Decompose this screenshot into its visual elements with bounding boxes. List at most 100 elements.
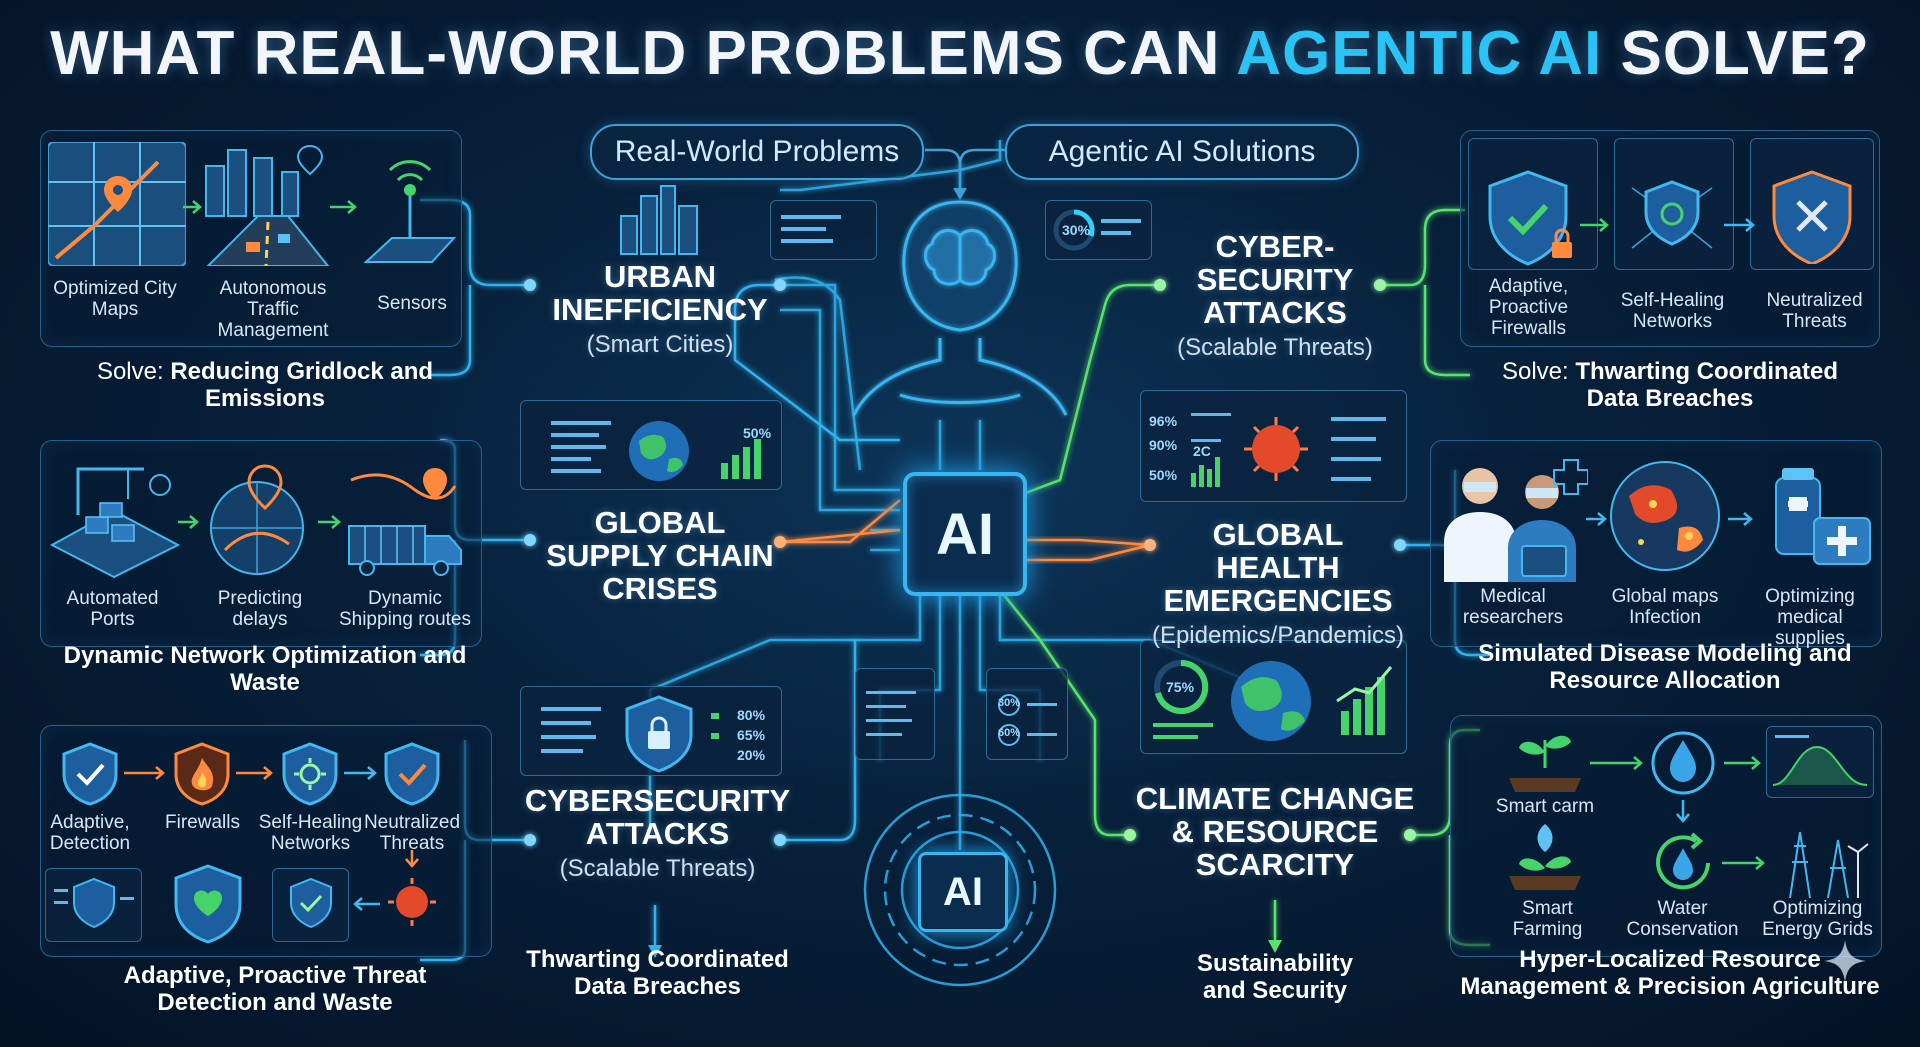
legend-real-world-problems: Real-World Problems — [590, 124, 924, 180]
center-value-2: 60% — [998, 727, 1021, 739]
arrow-right-icon — [1580, 218, 1609, 232]
cyber-left-value-2: 65% — [737, 727, 766, 743]
energy-chart-card — [1766, 726, 1874, 798]
arrow-right-icon — [1724, 756, 1761, 770]
virus-icon — [1191, 413, 1386, 487]
caption-smart-farming: Smart Farming — [1512, 898, 1583, 940]
dashboard-rings — [998, 694, 1057, 746]
solution-proactive-threat: Adaptive, Proactive Threat Detection and… — [123, 962, 427, 1016]
ai-core-chip: AI — [903, 472, 1027, 596]
self-healing-network-icon — [1631, 180, 1713, 249]
shipping-truck-icon — [348, 468, 462, 576]
arrow-right-icon — [1586, 512, 1607, 526]
problem-climate-change: CLIMATE CHANGE & RESOURCE SCARCITY — [1135, 781, 1415, 882]
health-value-1: 96% — [1149, 413, 1178, 429]
arrow-down-icon — [405, 850, 419, 868]
caption-dynamic-shipping: Dynamic Shipping routes — [338, 588, 472, 630]
energy-grid-tower-icon — [1789, 831, 1869, 898]
caption-automated-ports: Automated Ports — [66, 588, 159, 630]
dashboard-mini-1 — [770, 200, 877, 260]
sparkle-watermark-icon — [1824, 940, 1866, 982]
sensor-icon — [363, 160, 457, 263]
water-conservation-icon — [1656, 832, 1710, 890]
gauge-ring-icon — [1053, 209, 1141, 251]
outcome-sustainability: Sustainability and Security — [1196, 950, 1354, 1004]
caption-global-infection-maps: Global maps Infection — [1611, 586, 1719, 628]
climate-gauge-value: 75% — [1166, 679, 1195, 695]
arrow-right-icon — [236, 766, 273, 780]
traffic-road-icon — [205, 144, 330, 266]
cyber-meter-value: 30% — [1062, 222, 1091, 238]
arrow-right-icon — [1722, 856, 1765, 870]
medical-supplies-icon — [1775, 468, 1871, 565]
arrow-right-icon — [1724, 218, 1755, 232]
caption-city-maps: Optimized City Maps — [53, 278, 177, 320]
supply-globe-icon — [551, 421, 761, 481]
climate-globe-icon — [1153, 659, 1393, 741]
automated-port-icon — [49, 467, 181, 579]
caption-sensors: Sensors — [377, 293, 447, 314]
arrow-right-icon — [124, 766, 165, 780]
water-drop-icon — [1651, 731, 1715, 795]
problem-urban-inefficiency: URBAN INEFFICIENCY (Smart Cities) — [552, 259, 768, 358]
problem-global-health: GLOBAL HEALTH EMERGENCIES (Epidemics/Pan… — [1151, 517, 1405, 649]
health-value-2: 90% — [1149, 437, 1178, 453]
solution-network-optimization: Dynamic Network Optimization and Waste — [63, 642, 467, 696]
problem-global-supply-chain: GLOBAL SUPPLY CHAIN CRISES — [546, 505, 774, 606]
dashboard-supply: 50% — [520, 400, 782, 490]
shield-grid-icon — [54, 877, 134, 929]
title-accent: AGENTIC AI — [1236, 19, 1603, 88]
arrow-right-icon — [183, 200, 202, 214]
solution-precision-agriculture: Hyper-Localized Resource Management & Pr… — [1460, 946, 1880, 1000]
caption-medical-supplies: Optimizing medical supplies — [1765, 586, 1855, 649]
city-skyline-icon — [620, 185, 698, 255]
caption-neutralized-threats: Neutralized Threats — [1766, 290, 1863, 332]
caption-water-conservation: Water Conservation — [1626, 898, 1739, 940]
adaptive-firewall-shield-icon — [1488, 170, 1572, 266]
legend-agentic-ai-solutions: Agentic AI Solutions — [1005, 124, 1359, 180]
problem-cybersecurity-right: CYBER- SECURITY ATTACKS (Scalable Threat… — [1177, 229, 1373, 361]
cyber-left-value-1: 80% — [737, 707, 766, 723]
dashboard-mini-center-left — [855, 668, 935, 760]
caption-adaptive-detection: Adaptive, Detection — [49, 812, 131, 854]
problem-cybersecurity-left: CYBERSECURITY ATTACKS (Scalable Threats) — [524, 783, 791, 882]
caption-adaptive-firewalls: Adaptive, Proactive Firewalls — [1488, 276, 1569, 339]
self-healing-gear-icon — [282, 742, 338, 806]
shield-check-icon — [290, 877, 332, 929]
energy-wave-chart — [1772, 735, 1868, 786]
arrow-left-icon — [353, 897, 380, 911]
infection-map-globe-icon — [1610, 461, 1720, 571]
dashboard-bars — [781, 215, 841, 243]
ai-head-icon — [852, 200, 1068, 416]
dashboard-list — [866, 691, 916, 736]
page-title: WHAT REAL-WORLD PROBLEMS CAN AGENTIC AI … — [50, 19, 1870, 88]
smart-farming-icon — [1509, 824, 1581, 890]
threat-virus-icon — [388, 878, 436, 926]
dashboard-climate: 75% — [1140, 640, 1407, 754]
smart-farm-sprout-icon — [1509, 735, 1581, 792]
solution-disease-modeling: Simulated Disease Modeling and Resource … — [1478, 640, 1852, 694]
supply-value: 50% — [743, 425, 772, 441]
caption-firewalls: Firewalls — [165, 812, 240, 833]
arrow-right-icon — [1728, 512, 1753, 526]
shield-heal-icon — [174, 864, 242, 944]
solution-thwarting-breaches: Solve: Thwarting Coordinated Data Breach… — [1501, 358, 1839, 412]
cyber-left-value-3: 20% — [737, 747, 766, 763]
city-map-icon — [48, 142, 186, 266]
caption-traffic-management: Autonomous Traffic Management — [217, 278, 329, 341]
firewall-flame-icon — [174, 742, 230, 806]
caption-self-healing-networks: Self-Healing Networks — [1620, 290, 1725, 332]
dashboard-cyber-meter: 30% — [1045, 200, 1152, 260]
dashboard-cyber-left: 80% 65% 20% — [520, 686, 782, 776]
health-value-3: 50% — [1149, 467, 1178, 483]
ai-secondary-chip: AI — [918, 852, 1008, 932]
predicting-delays-globe-icon — [210, 464, 304, 575]
caption-medical-researchers: Medical researchers — [1462, 586, 1564, 628]
medical-researchers-icon — [1444, 459, 1588, 582]
caption-smart-carm: Smart carm — [1495, 796, 1595, 817]
ai-chip-rings-icon — [863, 793, 1057, 987]
arrow-right-icon — [344, 766, 377, 780]
caption-neutralized: Neutralized Threats — [363, 812, 461, 854]
caption-energy-grids: Optimizing Energy Grids — [1762, 898, 1873, 940]
outcome-thwarting-breaches: Thwarting Coordinated Data Breaches — [526, 946, 789, 1000]
